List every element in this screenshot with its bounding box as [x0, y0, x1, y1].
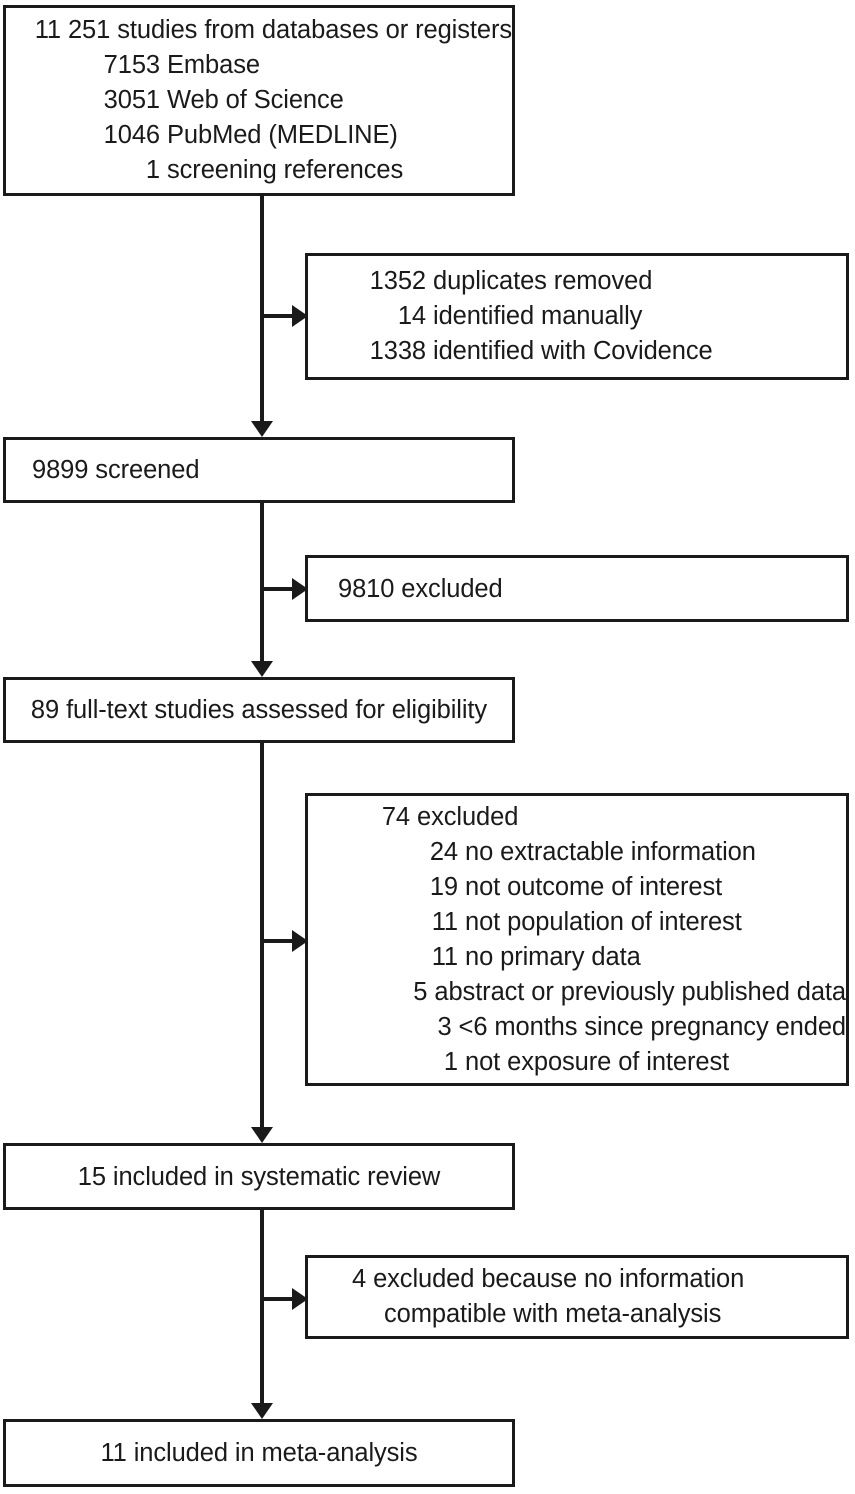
arrow-down-to-systematic-review [251, 1127, 273, 1143]
identification-item-row: 1046 PubMed (MEDLINE) [32, 118, 512, 153]
identification-title-number: 11 251 [34, 16, 111, 44]
systematic-review-text: 15 included in systematic review [77, 1162, 441, 1191]
identification-item-number: 7153 [103, 51, 160, 79]
fulltext-excluded-item-row: 24 no extractable information [338, 835, 846, 870]
arrow-right-to-duplicates [292, 305, 308, 327]
connector-branch-to-fulltext-excluded [260, 939, 296, 943]
duplicates-item-row: 1338 identified with Covidence [338, 334, 846, 369]
box-fulltext-assessed: 89 full-text studies assessed for eligib… [3, 677, 515, 743]
fulltext-excluded-item-row: 11 not population of interest [338, 905, 846, 940]
connector-trunk-review-to-meta [260, 1210, 264, 1404]
duplicates-item-label: identified manually [433, 302, 643, 330]
identification-item-number: 1 [145, 156, 160, 184]
meta-analysis-text: 11 included in meta-analysis [100, 1439, 418, 1467]
fulltext-excluded-item-label: not outcome of interest [465, 872, 723, 901]
duplicates-item-row: 14 identified manually [338, 299, 846, 334]
fulltext-text: 89 full-text studies assessed for eligib… [30, 696, 488, 724]
fulltext-excluded-item-row: 11 no primary data [338, 940, 846, 975]
box-systematic-review: 15 included in systematic review [3, 1143, 515, 1210]
meta-analysis-content: 11 included in meta-analysis [100, 1436, 417, 1470]
arrow-down-to-meta-analysis [251, 1403, 273, 1419]
fulltext-excluded-item-number: 11 [431, 907, 458, 936]
arrow-down-to-fulltext [251, 661, 273, 677]
fulltext-excluded-item-label: abstract or previously published data [434, 977, 846, 1006]
connector-branch-to-duplicates [260, 314, 296, 318]
connector-branch-to-meta-excluded [260, 1297, 296, 1301]
screened-text: 9899 screened [32, 456, 200, 484]
fulltext-excluded-item-number: 11 [431, 942, 458, 971]
fulltext-excluded-item-row: 5 abstract or previously published data [338, 975, 846, 1010]
box-fulltext-excluded: 74 excluded 24 no extractable informatio… [305, 793, 849, 1086]
fulltext-excluded-item-label: no extractable information [465, 837, 756, 866]
connector-branch-to-screen-excluded [260, 587, 296, 591]
fulltext-excluded-title-label: excluded [417, 802, 519, 831]
connector-trunk-screened-to-fulltext [260, 503, 264, 662]
identification-item-row: 3051 Web of Science [32, 83, 512, 118]
arrow-down-to-screened [251, 421, 273, 437]
screened-content: 9899 screened [32, 453, 512, 487]
arrow-right-to-fulltext-excluded [292, 930, 308, 952]
fulltext-excluded-item-label: <6 months since pregnancy ended [458, 1012, 847, 1041]
fulltext-excluded-content: 74 excluded 24 no extractable informatio… [338, 800, 846, 1080]
arrow-right-to-meta-excluded [292, 1288, 308, 1310]
identification-title-label: studies from databases or registers [117, 16, 512, 44]
duplicates-item-label: identified with Covidence [433, 337, 713, 365]
fulltext-excluded-item-label: not population of interest [465, 907, 742, 936]
box-screen-excluded: 9810 excluded [305, 555, 849, 622]
identification-item-number: 3051 [103, 86, 160, 114]
fulltext-excluded-item-number: 1 [443, 1047, 458, 1076]
identification-item-label: PubMed (MEDLINE) [167, 121, 398, 149]
meta-excluded-line-2: compatible with meta-analysis [384, 1300, 722, 1328]
fulltext-excluded-item-number: 19 [429, 872, 458, 901]
box-screened: 9899 screened [3, 437, 515, 503]
identification-title-row: 11 251 studies from databases or registe… [32, 13, 512, 48]
duplicates-title-number: 1352 [369, 267, 426, 295]
fulltext-excluded-title-row: 74 excluded [338, 800, 846, 835]
box-meta-excluded: 4 excluded because no information compat… [305, 1255, 849, 1339]
identification-content: 11 251 studies from databases or registe… [32, 13, 512, 188]
arrow-right-to-screen-excluded [292, 578, 308, 600]
box-duplicates-removed: 1352 duplicates removed 14 identified ma… [305, 253, 849, 380]
fulltext-excluded-item-number: 5 [413, 977, 428, 1006]
identification-item-number: 1046 [103, 121, 160, 149]
screen-excluded-text: 9810 excluded [338, 574, 503, 603]
systematic-review-content: 15 included in systematic review [77, 1160, 441, 1194]
meta-excluded-content: 4 excluded because no information compat… [352, 1262, 846, 1332]
duplicates-title-row: 1352 duplicates removed [338, 264, 846, 299]
identification-item-label: Web of Science [167, 86, 344, 114]
fulltext-excluded-item-row: 1 not exposure of interest [338, 1045, 846, 1080]
duplicates-item-number: 1338 [369, 337, 426, 365]
fulltext-excluded-title-number: 74 [381, 802, 410, 831]
identification-item-label: screening references [167, 156, 404, 184]
connector-trunk-fulltext-to-review [260, 743, 264, 1128]
connector-trunk-identification-to-screened [260, 196, 264, 422]
fulltext-excluded-item-number: 24 [429, 837, 458, 866]
box-meta-analysis: 11 included in meta-analysis [3, 1419, 515, 1487]
identification-item-label: Embase [167, 51, 260, 79]
fulltext-excluded-item-label: no primary data [465, 942, 641, 971]
box-identification: 11 251 studies from databases or registe… [3, 5, 515, 196]
fulltext-content: 89 full-text studies assessed for eligib… [31, 693, 487, 727]
fulltext-excluded-item-label: not exposure of interest [465, 1047, 730, 1076]
fulltext-excluded-item-row: 3 <6 months since pregnancy ended [338, 1010, 846, 1045]
duplicates-content: 1352 duplicates removed 14 identified ma… [338, 264, 846, 369]
identification-item-row: 7153 Embase [32, 48, 512, 83]
fulltext-excluded-item-number: 3 [437, 1012, 452, 1041]
duplicates-item-number: 14 [397, 302, 426, 330]
screen-excluded-content: 9810 excluded [338, 572, 846, 606]
fulltext-excluded-item-row: 19 not outcome of interest [338, 870, 846, 905]
meta-excluded-line-1: 4 excluded because no information [352, 1265, 745, 1293]
duplicates-title-label: duplicates removed [433, 267, 653, 295]
identification-item-row: 1 screening references [32, 153, 512, 188]
